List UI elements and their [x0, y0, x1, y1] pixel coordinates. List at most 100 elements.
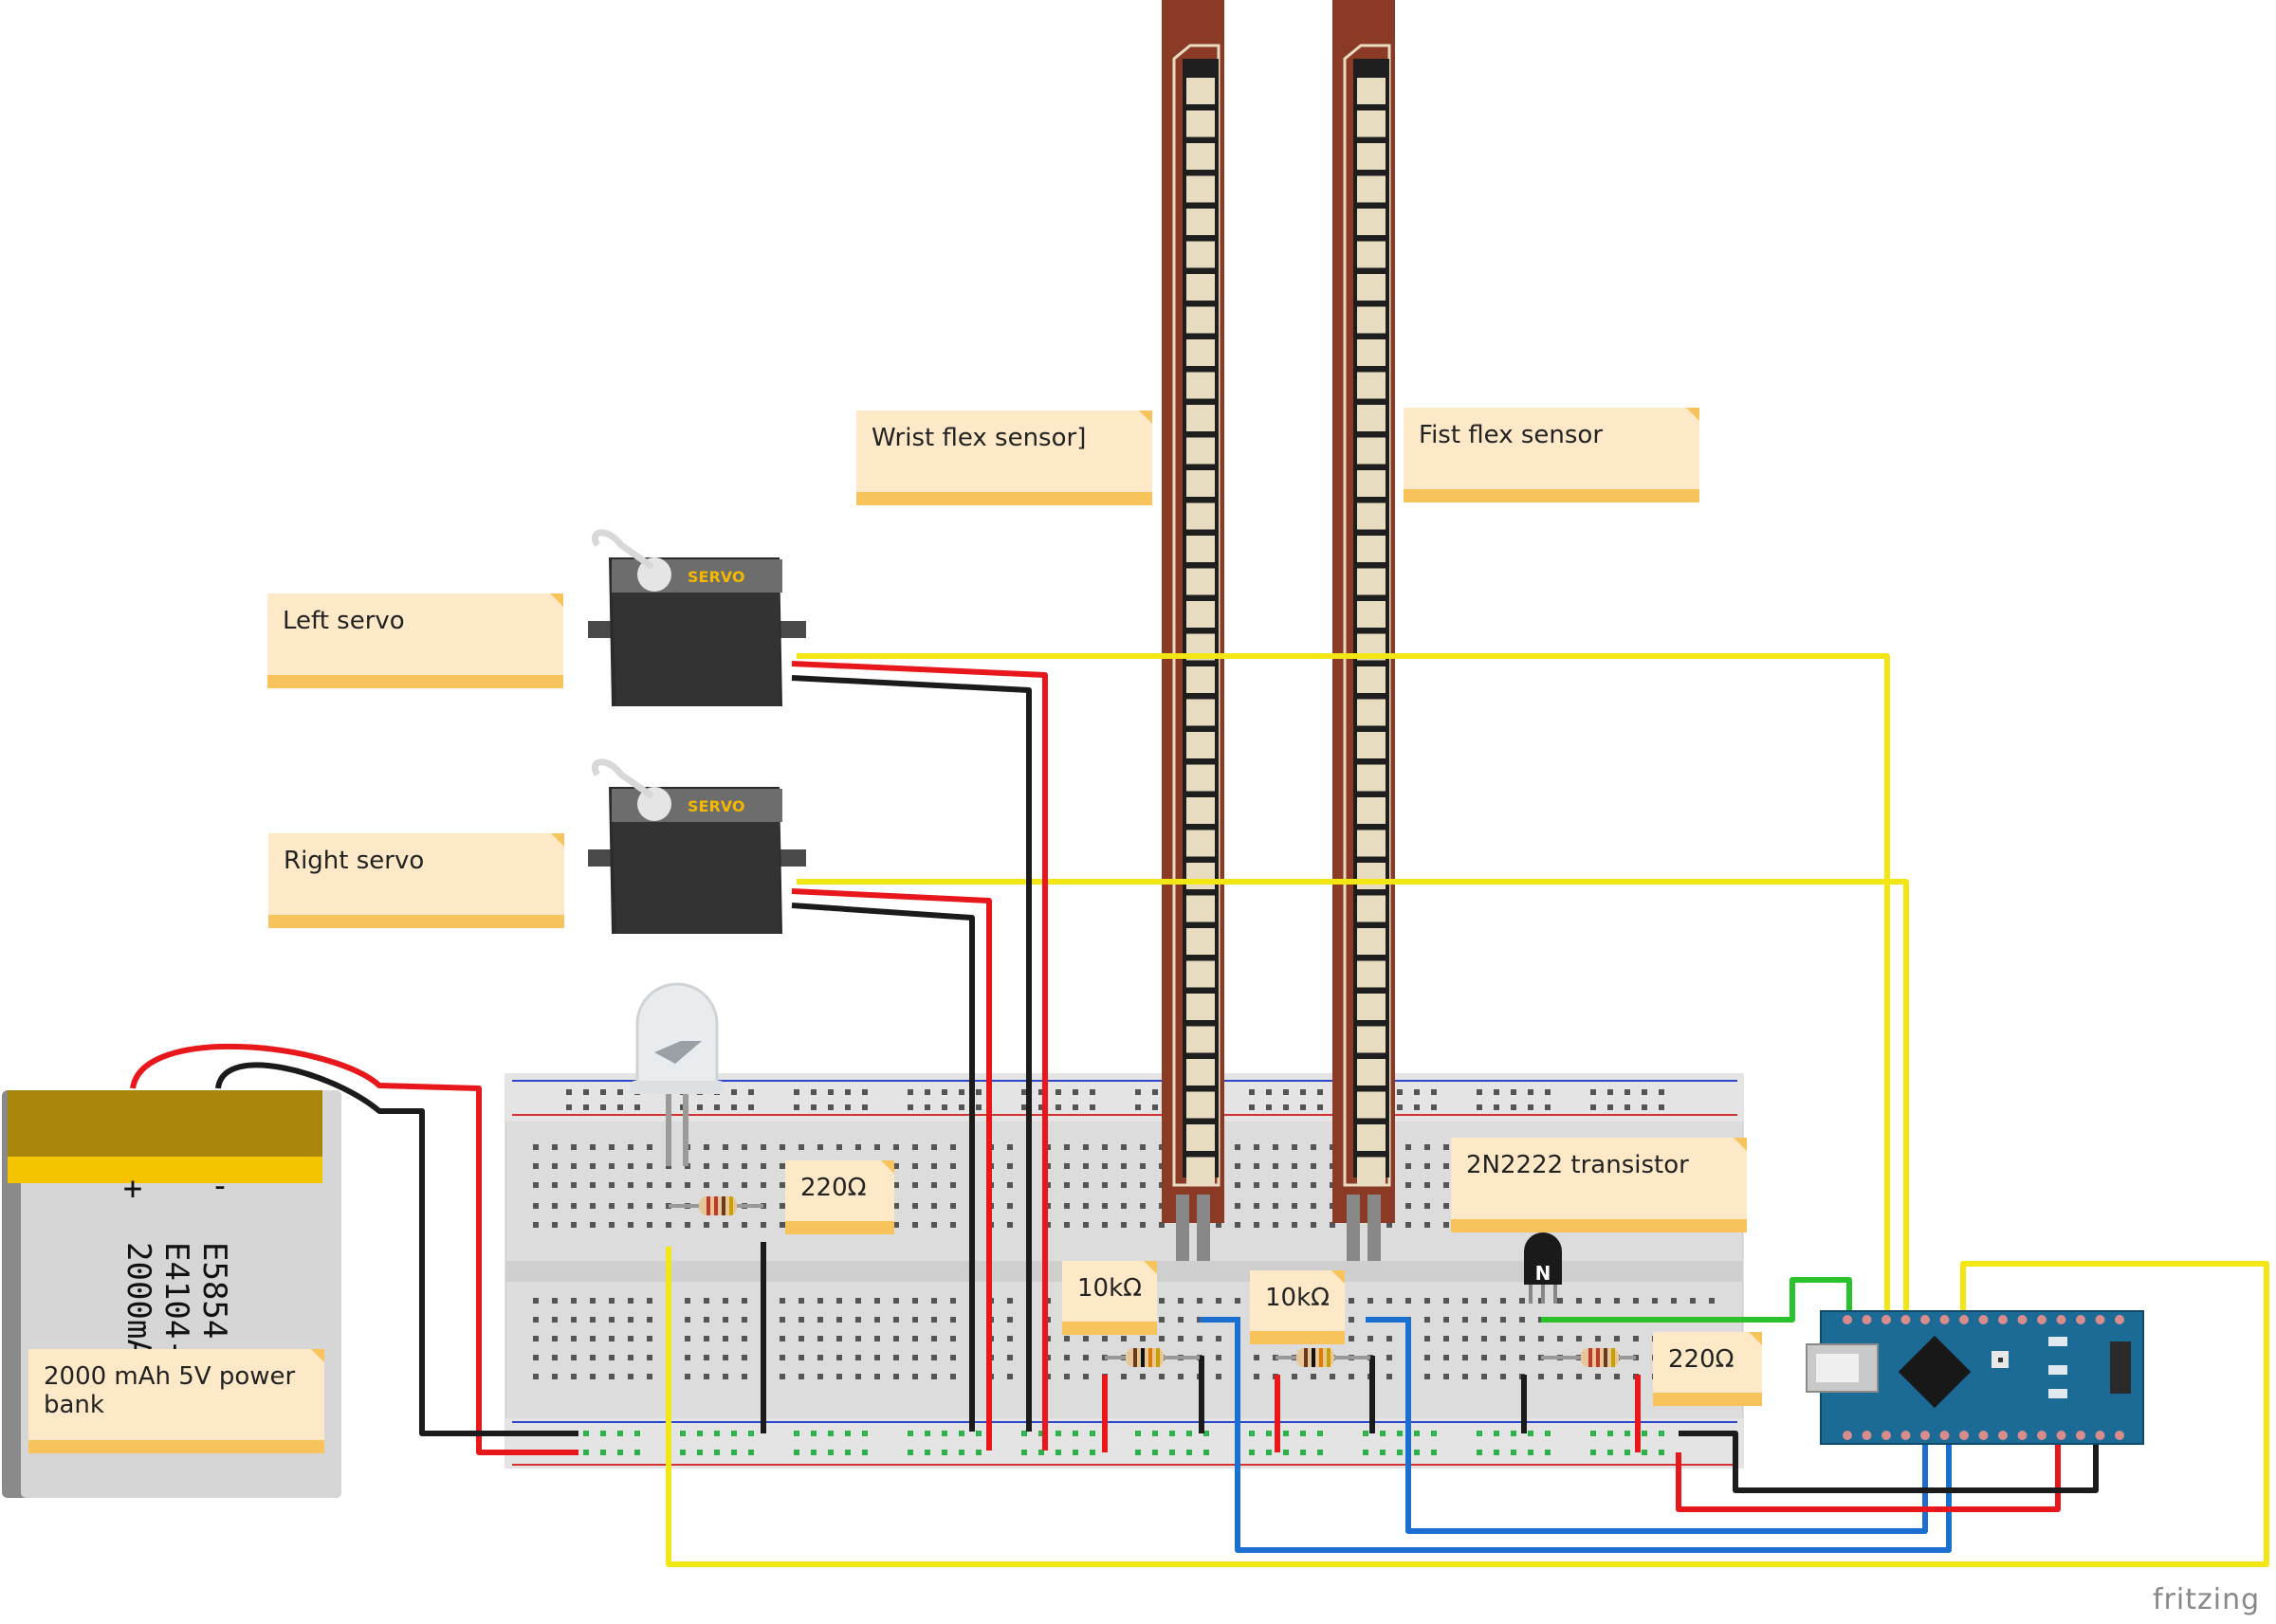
breadboard-hole — [1159, 1298, 1165, 1304]
breadboard-hole — [1576, 1298, 1582, 1304]
breadboard-hole — [950, 1317, 956, 1323]
breadboard-hole — [1249, 1089, 1255, 1095]
breadboard-hole — [794, 1104, 799, 1110]
nano-pin — [1862, 1315, 1872, 1324]
breadboard-hole — [1424, 1203, 1430, 1209]
breadboard-hole — [1135, 1089, 1141, 1095]
breadboard-hole — [1424, 1317, 1430, 1323]
breadboard-hole — [950, 1336, 956, 1341]
breadboard-hole — [1292, 1182, 1297, 1188]
breadboard-hole — [1528, 1431, 1533, 1436]
breadboard-hole — [571, 1298, 577, 1304]
breadboard-hole — [571, 1163, 577, 1169]
breadboard-hole — [931, 1203, 937, 1209]
nano-pin — [1978, 1431, 1989, 1440]
breadboard-hole — [942, 1104, 947, 1110]
breadboard-hole — [590, 1222, 596, 1228]
breadboard-hole — [685, 1336, 690, 1341]
nano-pin — [2037, 1315, 2047, 1324]
breadboard-hole — [697, 1450, 703, 1455]
breadboard-hole — [552, 1317, 558, 1323]
breadboard-hole — [912, 1203, 918, 1209]
breadboard-hole — [845, 1089, 851, 1095]
breadboard-hole — [1311, 1163, 1316, 1169]
breadboard-hole — [1405, 1222, 1411, 1228]
breadboard-hole — [931, 1298, 937, 1304]
right-servo-label: Right servo — [268, 833, 564, 928]
breadboard-hole — [628, 1144, 633, 1150]
breadboard-hole — [723, 1182, 728, 1188]
breadboard-hole — [1235, 1163, 1240, 1169]
breadboard-hole — [590, 1144, 596, 1150]
breadboard-hole — [666, 1182, 671, 1188]
led-signal-wire — [666, 1247, 2269, 1567]
transistor-text: 2N2222 transistor — [1466, 1151, 1689, 1179]
breadboard-hole — [1216, 1374, 1221, 1379]
breadboard-hole — [1477, 1089, 1482, 1095]
breadboard-hole — [742, 1298, 747, 1304]
right-servo-text: Right servo — [284, 847, 425, 875]
breadboard-hole — [1090, 1104, 1095, 1110]
breadboard-hole — [1607, 1104, 1613, 1110]
breadboard-hole — [571, 1336, 577, 1341]
breadboard-hole — [723, 1163, 728, 1169]
breadboard-hole — [1614, 1336, 1620, 1341]
breadboard-hole — [1443, 1298, 1449, 1304]
breadboard-hole — [552, 1144, 558, 1150]
breadboard-hole — [704, 1298, 709, 1304]
right-servo-ground-wire — [791, 903, 975, 1432]
flex-segment — [1186, 339, 1215, 366]
nano-pin — [1881, 1431, 1891, 1440]
breadboard-hole — [590, 1374, 596, 1379]
flex-segment — [1186, 209, 1215, 235]
breadboard-hole — [1311, 1203, 1316, 1209]
breadboard-hole — [874, 1144, 880, 1150]
breadboard-hole — [1121, 1163, 1127, 1169]
breadboard-hole — [780, 1163, 785, 1169]
flex-segment — [1357, 1059, 1386, 1086]
breadboard-hole — [1494, 1431, 1499, 1436]
breadboard-hole — [1055, 1104, 1061, 1110]
breadboard-hole — [1152, 1104, 1158, 1110]
breadboard-hole — [798, 1144, 804, 1150]
breadboard-hole — [1642, 1450, 1647, 1455]
breadboard-hole — [1083, 1336, 1089, 1341]
breadboard-hole — [1235, 1222, 1240, 1228]
breadboard-hole — [1235, 1144, 1240, 1150]
breadboard-hole — [628, 1317, 633, 1323]
flex-segment — [1186, 994, 1215, 1020]
breadboard-hole — [1254, 1182, 1259, 1188]
breadboard-hole — [1038, 1104, 1044, 1110]
breadboard-hole — [1363, 1450, 1368, 1455]
breadboard-hole — [893, 1182, 899, 1188]
breadboard-hole — [1481, 1355, 1487, 1360]
breadboard-hole — [1311, 1222, 1316, 1228]
flex-segment — [1186, 601, 1215, 628]
breadboard-hole — [1292, 1203, 1297, 1209]
breadboard-hole — [1519, 1298, 1525, 1304]
flex-segment — [1186, 372, 1215, 399]
breadboard-hole — [874, 1374, 880, 1379]
breadboard-hole — [1462, 1355, 1468, 1360]
breadboard-hole — [1055, 1089, 1061, 1095]
breadboard-hole — [1576, 1374, 1582, 1379]
breadboard-hole — [1424, 1298, 1430, 1304]
breadboard-hole — [1317, 1431, 1323, 1436]
breadboard-hole — [1590, 1089, 1596, 1095]
breadboard-hole — [566, 1089, 572, 1095]
flex-segment — [1186, 699, 1215, 726]
breadboard-hole — [1169, 1450, 1175, 1455]
breadboard-hole — [583, 1104, 589, 1110]
breadboard-hole — [1135, 1450, 1141, 1455]
breadboard-hole — [1102, 1182, 1108, 1188]
breadboard-hole — [1283, 1089, 1289, 1095]
breadboard-hole — [1159, 1336, 1165, 1341]
nano-pin — [2056, 1431, 2066, 1440]
breadboard-hole — [704, 1336, 709, 1341]
breadboard-hole — [1203, 1450, 1209, 1455]
breadboard-hole — [1235, 1203, 1240, 1209]
breadboard-hole — [1083, 1222, 1089, 1228]
breadboard-hole — [533, 1163, 539, 1169]
flex-segment — [1186, 830, 1215, 857]
breadboard-hole — [1424, 1222, 1430, 1228]
